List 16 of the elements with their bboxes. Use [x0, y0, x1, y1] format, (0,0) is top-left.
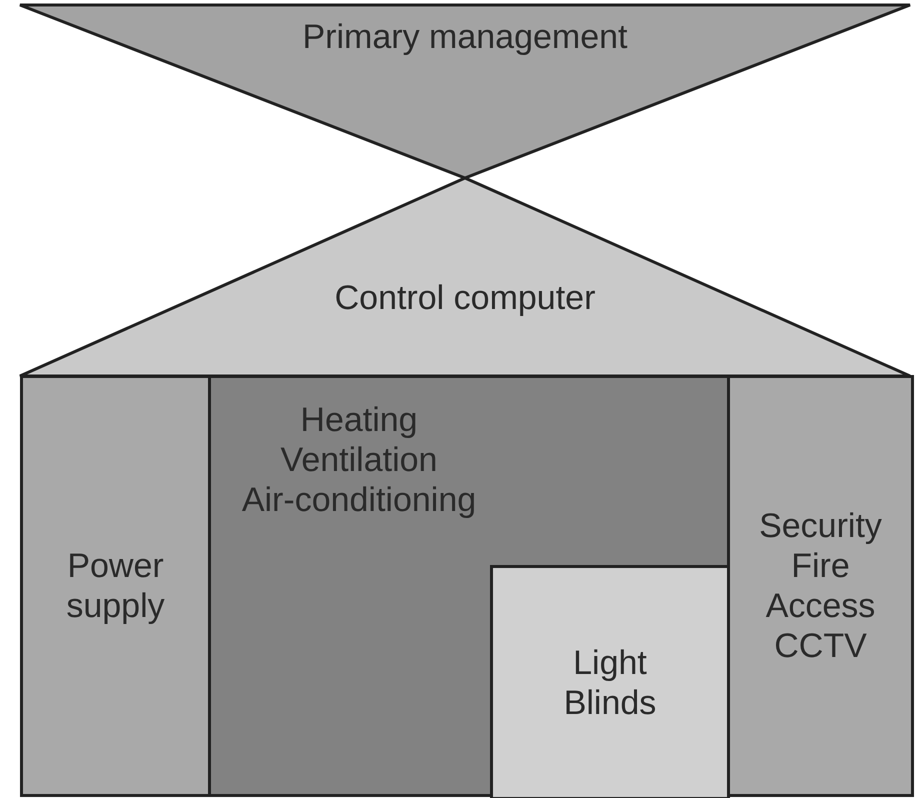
node-label: Security [759, 506, 882, 546]
node-label: Access [766, 586, 876, 626]
node-label: Blinds [564, 682, 656, 722]
category-panel [20, 375, 211, 797]
category-panel [490, 565, 730, 798]
node-label: Air-conditioning [242, 480, 476, 520]
node-label: Light [573, 642, 647, 682]
node-label: Primary management [302, 17, 628, 57]
node-label: Heating [300, 400, 418, 440]
category-panel [727, 375, 914, 797]
node-label: Fire [791, 546, 850, 586]
node-label: Power supply [65, 546, 166, 626]
node-label: CCTV [774, 626, 867, 666]
category-panel [208, 375, 730, 797]
node-label: Control computer [334, 278, 596, 318]
node-label: Ventilation [280, 440, 438, 480]
